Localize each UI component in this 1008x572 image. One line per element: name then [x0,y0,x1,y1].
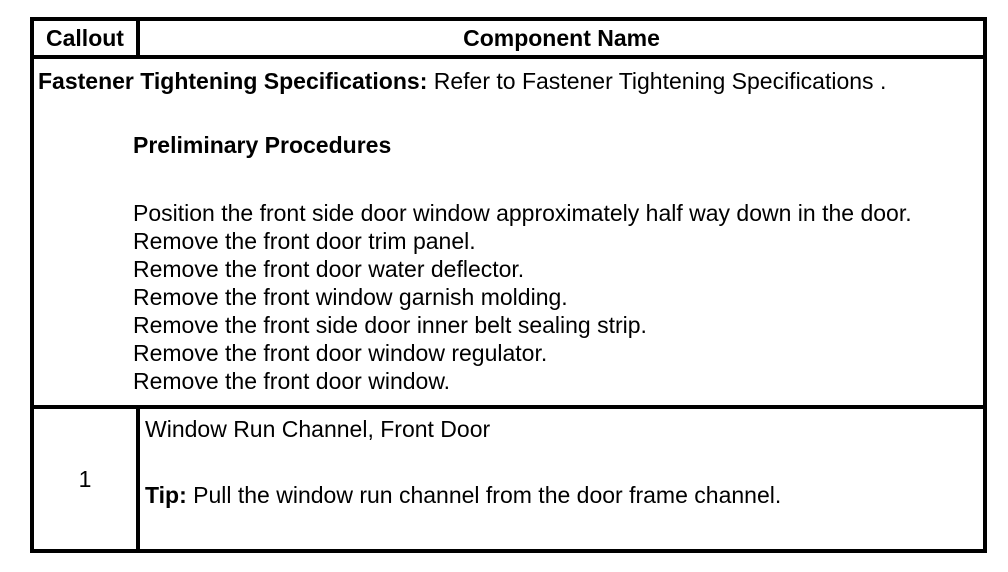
component-name: Window Run Channel, Front Door [145,416,491,442]
component-column-header: Component Name [140,21,983,55]
procedure-line: Remove the front door water deflector. [133,256,525,282]
tip-text: Pull the window run channel from the doo… [186,482,782,508]
callout-header-label: Callout [46,25,124,51]
tip-label: Tip: [145,482,187,508]
procedure-line: Position the front side door window appr… [133,200,912,226]
procedure-line: Remove the front door window regulator. [133,340,548,366]
component-header-label: Component Name [463,25,660,51]
table-row: 1 Window Run Channel, Front Door Tip: Pu… [34,409,983,549]
component-tip-line: Tip: Pull the window run channel from th… [145,481,979,509]
procedure-line: Remove the front window garnish molding. [133,284,568,310]
fastener-spec-label: Fastener Tightening Specifications: [38,68,428,94]
fastener-spec-reference-text: Refer to Fastener Tightening Specificati… [427,68,887,94]
callout-number: 1 [78,466,92,492]
callout-component-table: Callout Component Name Fastener Tighteni… [30,17,987,553]
procedure-line: Remove the front door window. [133,368,451,394]
preliminary-procedures-heading: Preliminary Procedures [133,132,392,158]
procedure-line: Remove the front side door inner belt se… [133,312,647,338]
callout-column-header: Callout [34,21,140,55]
fastener-spec-line: Fastener Tightening Specifications: Refe… [38,67,979,95]
fastener-spec-row: Fastener Tightening Specifications: Refe… [34,59,983,409]
procedure-line: Remove the front door trim panel. [133,228,476,254]
table-header-row: Callout Component Name [34,21,983,59]
component-cell: Window Run Channel, Front Door Tip: Pull… [140,409,983,549]
preliminary-procedures-list: Position the front side door window appr… [133,199,979,395]
callout-number-cell: 1 [34,409,140,549]
